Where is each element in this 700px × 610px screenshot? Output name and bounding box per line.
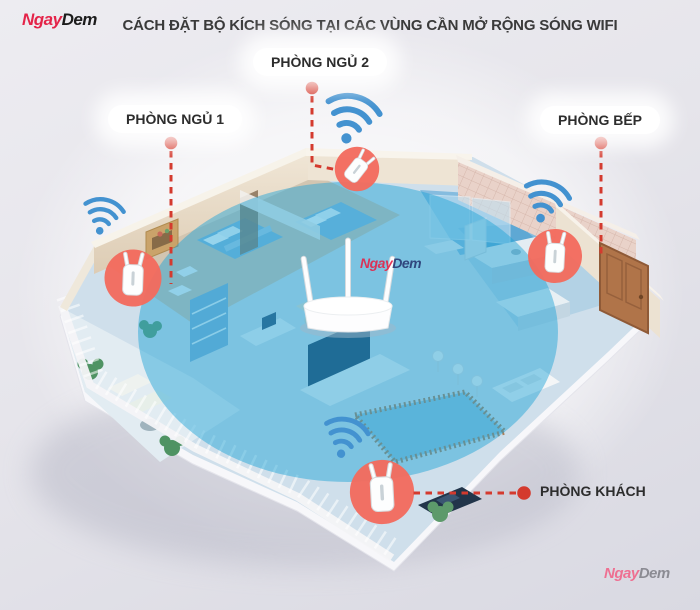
sofa [492,368,560,402]
label-kitchen: PHÒNG BẾP [539,106,661,134]
nightstands [168,266,198,296]
kitchen-island [496,288,570,331]
callout-dot-living-room [517,486,531,500]
balcony-railing [56,292,400,562]
brand-part1: Ngay [604,565,639,582]
bookshelf [190,283,228,362]
callout-dot-bedroom1 [164,136,178,150]
label-living-room: PHÒNG KHÁCH [540,483,646,499]
entry-door [599,241,649,335]
shower-glass [429,194,511,245]
living-room-rug [350,389,510,465]
brand-watermark-center: NgayDem [360,255,422,271]
brand-part2: Dem [392,255,422,271]
brand-part2: Dem [61,10,98,29]
brand-logo-bottom-right: NgayDem [604,565,670,582]
wifi-router [300,237,396,338]
diagram-title: CÁCH ĐẶT BỘ KÍCH SÓNG TẠI CÁC VÙNG CẦN M… [122,17,618,34]
callout-lines [164,81,608,500]
callout-dot-bedroom2 [305,81,319,95]
walls [60,148,664,338]
plant-bedroom1 [139,320,162,338]
interior-wall [240,190,320,240]
brand-part1: Ngay [22,10,62,29]
brand-logo-top-left: NgayDem [22,10,97,30]
callout-dot-kitchen [594,136,608,150]
brand-part2: Dem [638,565,671,582]
label-bedroom2: PHÒNG NGỦ 2 [252,48,388,76]
brand-part1: Ngay [360,255,393,271]
callout-line-bedroom2 [310,96,339,172]
plant-living [427,501,454,522]
desk-computer [240,312,296,346]
label-bedroom1: PHÒNG NGỦ 1 [107,105,243,133]
bar-stools [432,350,483,397]
